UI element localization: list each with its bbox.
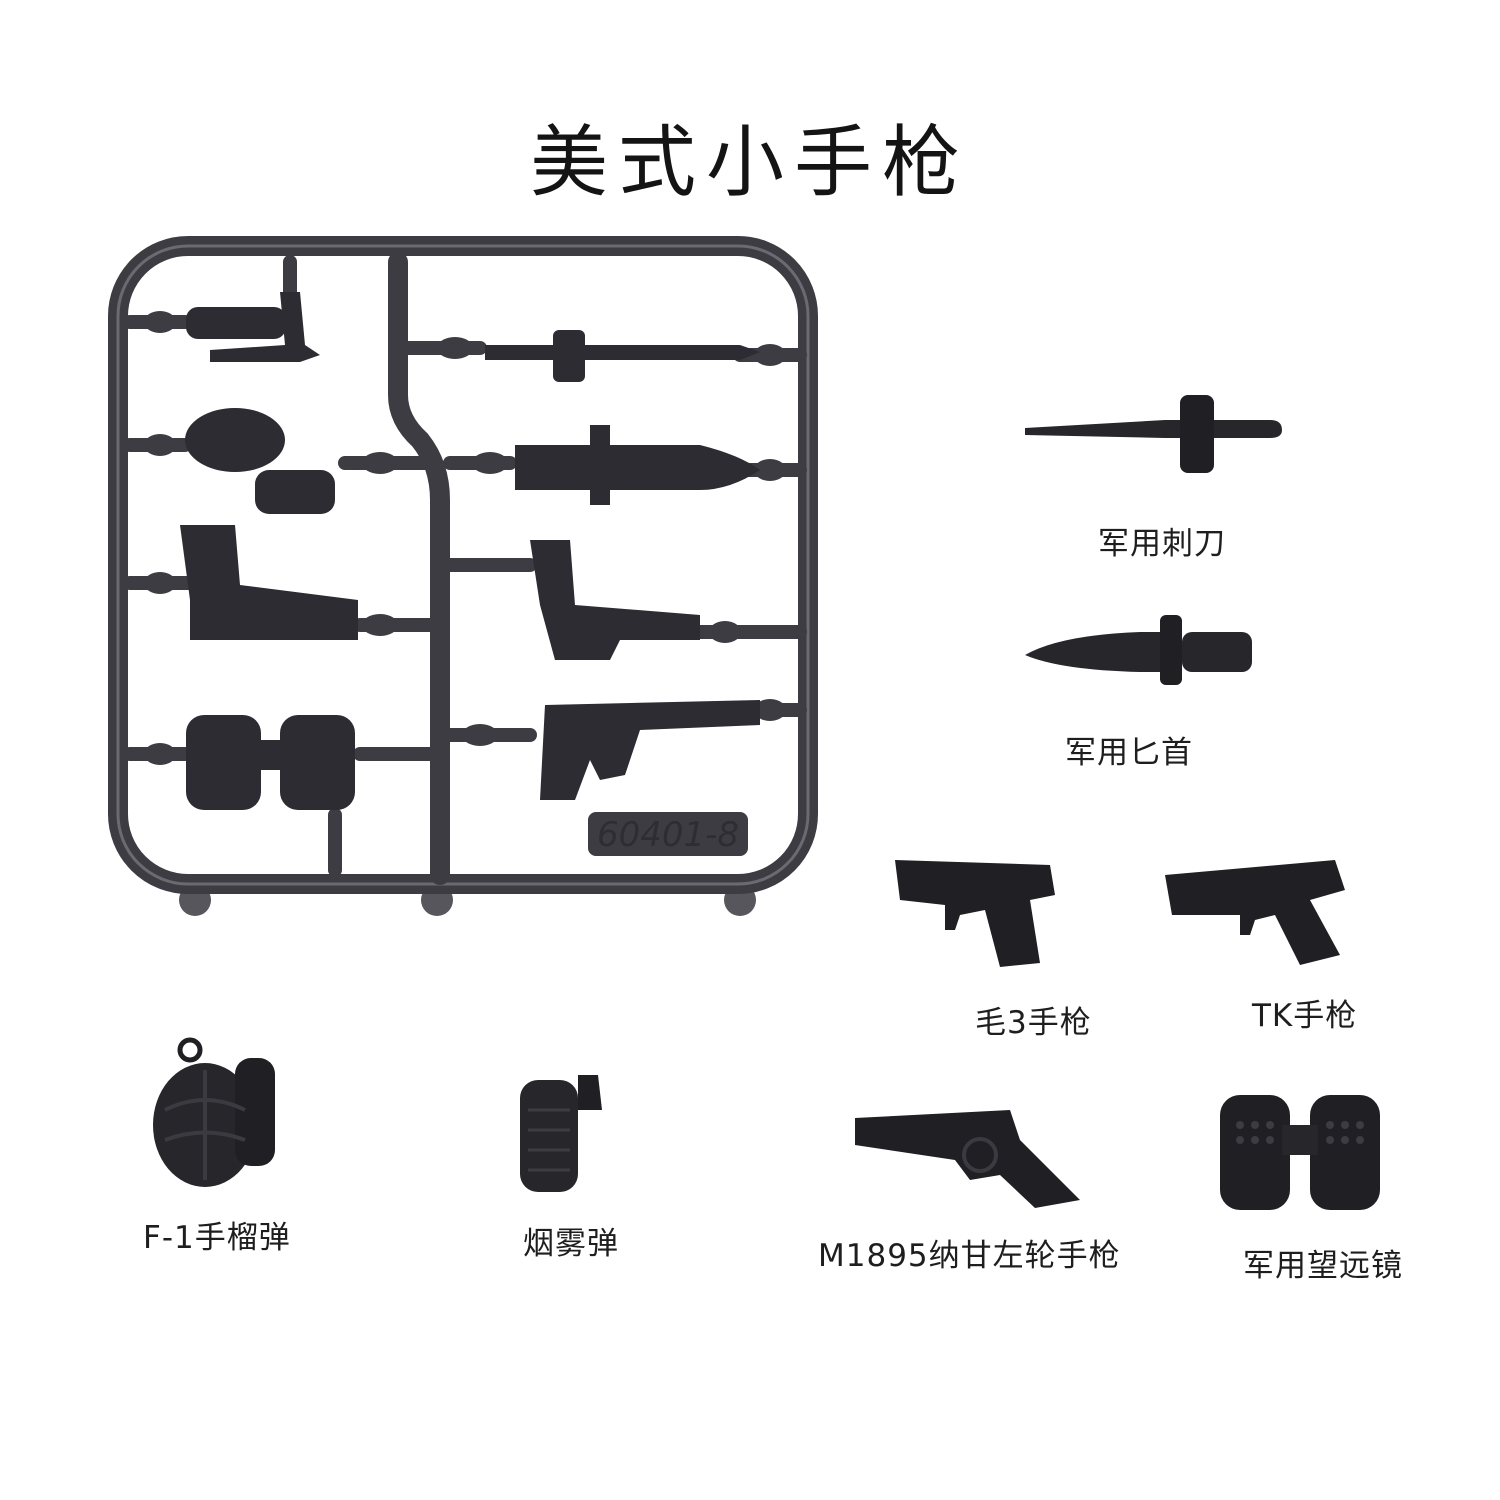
part-label-smoke-grenade: 烟雾弹 [523,1226,619,1262]
part-label-revolver: M1895纳甘左轮手枪 [818,1238,1121,1274]
sprue-code: 60401-8 [597,815,739,855]
bayonet-icon [1025,395,1282,473]
part-label-tk-pistol: TK手枪 [1252,998,1358,1034]
sprue-parts [180,292,760,810]
part-label-grenade: F-1手榴弹 [143,1220,291,1256]
binoculars-icon [1220,1095,1380,1210]
part-label-binoculars: 军用望远镜 [1243,1248,1403,1284]
dagger-icon [1025,615,1252,685]
tk-pistol-icon [1165,860,1345,965]
page-title: 美式小手枪 [529,118,970,208]
pistol-icon [895,860,1055,967]
part-label-pistol: 毛3手枪 [975,1005,1092,1041]
revolver-icon [855,1110,1080,1208]
part-label-dagger: 军用匕首 [1065,735,1193,771]
grenade-icon [153,1037,275,1187]
smoke-grenade-icon [520,1075,602,1192]
part-label-bayonet: 军用刺刀 [1098,526,1226,562]
